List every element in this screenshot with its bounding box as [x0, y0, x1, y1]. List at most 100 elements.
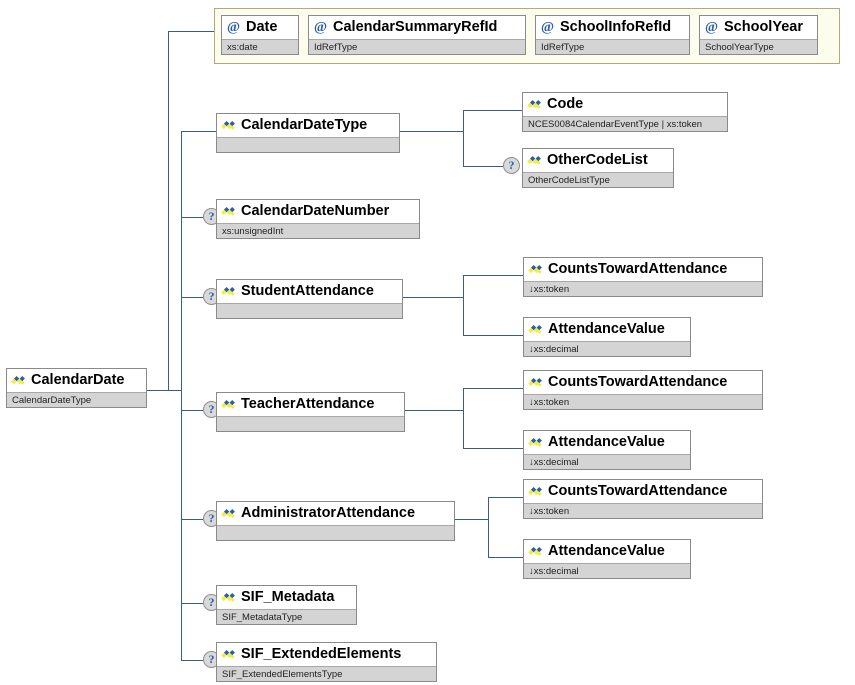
connector-child-3: [181, 297, 203, 298]
attribute-schoolyear-name: SchoolYear: [724, 19, 803, 36]
at-icon: @: [704, 20, 719, 35]
node-administratorattendance[interactable]: AdministratorAttendance: [216, 501, 455, 541]
element-icon: [528, 437, 542, 447]
node-code[interactable]: Code NCES0084CalendarEventType | xs:toke…: [522, 92, 728, 132]
node-admin-countstowardattendance-type: ↓xs:token: [524, 503, 762, 518]
connector-admin-value: [488, 557, 523, 558]
optional-marker-administratorattendance: ?: [203, 510, 220, 527]
connector-child-7: [181, 660, 203, 661]
node-student-attendancevalue-name: AttendanceValue: [548, 321, 665, 338]
node-code-title: Code: [523, 93, 727, 116]
connector-attributes-horizontal: [168, 31, 214, 32]
connector-admin-counts: [488, 497, 523, 498]
node-calendardatetype[interactable]: CalendarDateType: [216, 113, 400, 153]
node-teacher-countstowardattendance[interactable]: CountsTowardAttendance ↓xs:token: [523, 370, 763, 410]
connector-child-5: [181, 519, 203, 520]
node-student-countstowardattendance-type: ↓xs:token: [524, 281, 762, 296]
element-icon: [11, 375, 25, 385]
attribute-schoolinforefid-name: SchoolInfoRefId: [560, 19, 672, 36]
attribute-schoolinforefid[interactable]: @ SchoolInfoRefId IdRefType: [535, 15, 690, 55]
node-calendardatenumber-name: CalendarDateNumber: [241, 203, 390, 220]
node-sif-extendedelements[interactable]: SIF_ExtendedElements SIF_ExtendedElement…: [216, 642, 437, 682]
node-sif-metadata-name: SIF_Metadata: [241, 589, 335, 606]
attribute-schoolyear-type: SchoolYearType: [700, 39, 817, 54]
connector-child-4: [181, 410, 203, 411]
node-student-attendancevalue-title: AttendanceValue: [524, 318, 690, 341]
at-icon: @: [313, 20, 328, 35]
at-icon: @: [540, 20, 555, 35]
node-teacher-attendancevalue-title: AttendanceValue: [524, 431, 690, 454]
element-icon: [221, 508, 235, 518]
attribute-date[interactable]: @ Date xs:date: [221, 15, 299, 55]
connector-teacher-value: [463, 448, 523, 449]
node-othercodelist-type: OtherCodeListType: [523, 172, 673, 187]
connector-cdt-spine: [463, 110, 464, 166]
element-icon: [221, 286, 235, 296]
node-teacher-attendancevalue[interactable]: AttendanceValue ↓xs:decimal: [523, 430, 691, 470]
node-calendardatenumber-title: CalendarDateNumber: [217, 200, 419, 223]
attribute-group: @ Date xs:date @ CalendarSummaryRefId Id…: [214, 8, 840, 64]
node-admin-attendancevalue-title: AttendanceValue: [524, 540, 690, 563]
node-admin-attendancevalue-name: AttendanceValue: [548, 543, 665, 560]
element-icon: [528, 377, 542, 387]
connector-student-value: [463, 335, 523, 336]
node-calendardatenumber[interactable]: CalendarDateNumber xs:unsignedInt: [216, 199, 420, 239]
node-code-name: Code: [547, 96, 584, 113]
node-sif-metadata-title: SIF_Metadata: [217, 586, 356, 609]
connector-attributes-vertical: [168, 31, 169, 391]
node-calendardatenumber-type: xs:unsignedInt: [217, 223, 419, 238]
node-sif-metadata[interactable]: SIF_Metadata SIF_MetadataType: [216, 585, 357, 625]
node-student-countstowardattendance[interactable]: CountsTowardAttendance ↓xs:token: [523, 257, 763, 297]
node-admin-countstowardattendance-name: CountsTowardAttendance: [548, 483, 728, 500]
attribute-calendarsummaryrefid[interactable]: @ CalendarSummaryRefId IdRefType: [308, 15, 526, 55]
node-code-type: NCES0084CalendarEventType | xs:token: [523, 116, 727, 131]
connector-children-spine: [181, 131, 182, 660]
attribute-schoolinforefid-type: IdRefType: [536, 39, 689, 54]
element-icon: [528, 486, 542, 496]
node-sif-extendedelements-title: SIF_ExtendedElements: [217, 643, 436, 666]
node-calendardate[interactable]: CalendarDate CalendarDateType: [6, 368, 147, 408]
attribute-calendarsummaryrefid-title: @ CalendarSummaryRefId: [309, 16, 525, 39]
connector-cdt-stub: [400, 131, 463, 132]
node-student-attendancevalue-type: ↓xs:decimal: [524, 341, 690, 356]
connector-teacher-counts: [463, 388, 523, 389]
node-studentattendance-title: StudentAttendance: [217, 280, 402, 303]
connector-admin-stub: [455, 519, 488, 520]
optional-marker-studentattendance: ?: [203, 288, 220, 305]
node-othercodelist[interactable]: OtherCodeList OtherCodeListType: [522, 148, 674, 188]
node-calendardate-name: CalendarDate: [31, 372, 125, 389]
element-icon: [528, 546, 542, 556]
connector-student-counts: [463, 275, 523, 276]
node-calendardate-type: CalendarDateType: [7, 392, 146, 407]
attribute-date-name: Date: [246, 19, 278, 36]
node-teacher-attendancevalue-type: ↓xs:decimal: [524, 454, 690, 469]
node-teacher-countstowardattendance-type: ↓xs:token: [524, 394, 762, 409]
node-studentattendance-name: StudentAttendance: [241, 283, 374, 300]
node-admin-attendancevalue-type: ↓xs:decimal: [524, 563, 690, 578]
connector-root-stub: [147, 390, 182, 391]
attribute-date-type: xs:date: [222, 39, 298, 54]
node-student-attendancevalue[interactable]: AttendanceValue ↓xs:decimal: [523, 317, 691, 357]
node-calendardate-title: CalendarDate: [7, 369, 146, 392]
attribute-schoolyear-title: @ SchoolYear: [700, 16, 817, 39]
connector-cdt-othercodelist: [463, 166, 503, 167]
connector-student-stub: [403, 297, 463, 298]
node-teacherattendance[interactable]: TeacherAttendance: [216, 392, 405, 432]
node-admin-countstowardattendance[interactable]: CountsTowardAttendance ↓xs:token: [523, 479, 763, 519]
optional-marker-sif-metadata: ?: [203, 594, 220, 611]
connector-teacher-stub: [405, 410, 463, 411]
connector-child-2: [181, 217, 203, 218]
attribute-schoolyear[interactable]: @ SchoolYear SchoolYearType: [699, 15, 818, 55]
node-admin-attendancevalue[interactable]: AttendanceValue ↓xs:decimal: [523, 539, 691, 579]
node-othercodelist-name: OtherCodeList: [547, 152, 648, 169]
node-teacher-attendancevalue-name: AttendanceValue: [548, 434, 665, 451]
node-studentattendance[interactable]: StudentAttendance: [216, 279, 403, 319]
element-icon: [528, 264, 542, 274]
node-admin-countstowardattendance-title: CountsTowardAttendance: [524, 480, 762, 503]
node-calendardatetype-name: CalendarDateType: [241, 117, 368, 134]
element-icon: [221, 649, 235, 659]
optional-marker-othercodelist: ?: [503, 157, 520, 174]
node-administratorattendance-name: AdministratorAttendance: [241, 505, 416, 522]
node-administratorattendance-title: AdministratorAttendance: [217, 502, 454, 525]
